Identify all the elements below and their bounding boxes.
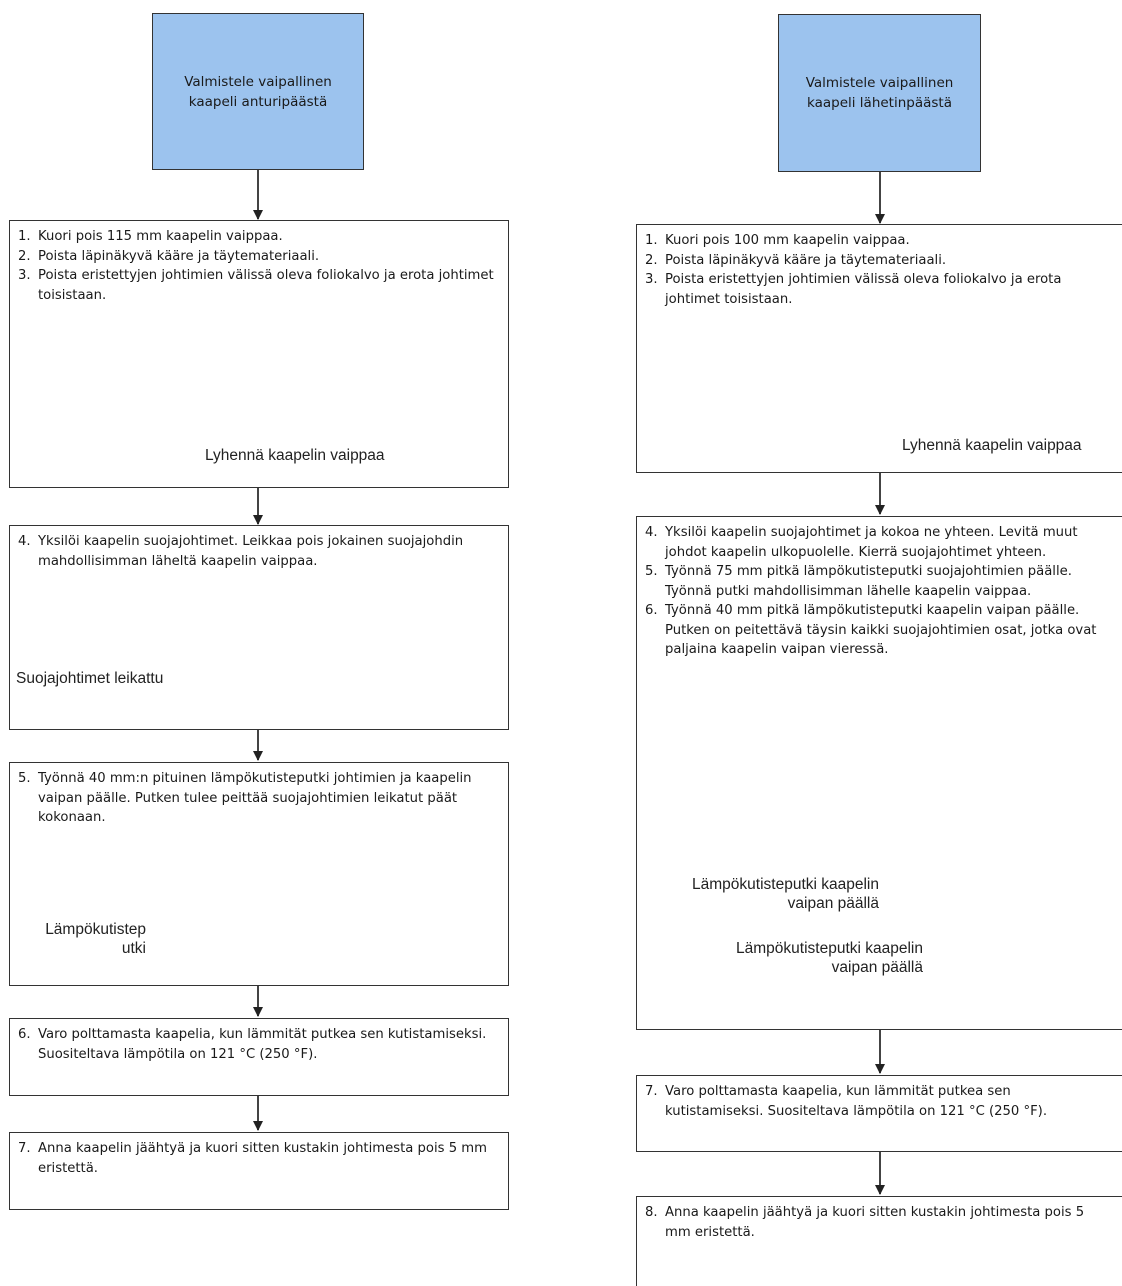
step-item: 5.Työnnä 40 mm:n pituinen lämpökutistepu… — [18, 771, 472, 825]
label-heat-shrink-left: Lämpökutistep utki — [16, 920, 146, 958]
header-text: Valmistele vaipallinen kaapeli anturipää… — [184, 73, 332, 110]
label-heat-shrink-right-1: Lämpökutisteputki kaapelin vaipan päällä — [643, 875, 879, 913]
step-list: 7.Varo polttamasta kaapelia, kun lämmitä… — [637, 1076, 1122, 1121]
step-box-4-6-right: 4.Yksilöi kaapelin suojajohtimet ja koko… — [636, 516, 1122, 1030]
step-item: 3.Poista eristettyjen johtimien välissä … — [645, 272, 1062, 307]
step-list: 5.Työnnä 40 mm:n pituinen lämpökutistepu… — [10, 763, 508, 828]
step-item: 4.Yksilöi kaapelin suojajohtimet ja koko… — [645, 525, 1078, 560]
flow-header-transmitter-end: Valmistele vaipallinen kaapeli lähetinpä… — [778, 14, 981, 172]
step-box-8-right: 8.Anna kaapelin jäähtyä ja kuori sitten … — [636, 1196, 1122, 1286]
step-box-6-left: 6.Varo polttamasta kaapelia, kun lämmitä… — [9, 1018, 509, 1096]
step-box-7-left: 7.Anna kaapelin jäähtyä ja kuori sitten … — [9, 1132, 509, 1210]
step-item: 6.Varo polttamasta kaapelia, kun lämmitä… — [18, 1027, 487, 1062]
label-line: Lämpökutistep — [45, 921, 146, 938]
step-item: 7.Anna kaapelin jäähtyä ja kuori sitten … — [18, 1141, 487, 1176]
step-item: 2.Poista läpinäkyvä kääre ja täytemateri… — [18, 248, 320, 264]
label-line: utki — [121, 940, 146, 957]
label-line: vaipan päällä — [831, 959, 923, 976]
step-item: 6.Työnnä 40 mm pitkä lämpökutisteputki k… — [645, 603, 1097, 657]
header-text: Valmistele vaipallinen kaapeli lähetinpä… — [805, 75, 954, 111]
step-item: 4.Yksilöi kaapelin suojajohtimet. Leikka… — [18, 534, 464, 569]
step-list: 4.Yksilöi kaapelin suojajohtimet ja koko… — [637, 517, 1122, 660]
step-item: 1.Kuori pois 100 mm kaapelin vaippaa. — [645, 233, 910, 248]
step-box-1-3-right: 1.Kuori pois 100 mm kaapelin vaippaa. 2.… — [636, 224, 1122, 473]
step-box-7-right: 7.Varo polttamasta kaapelia, kun lämmitä… — [636, 1075, 1122, 1152]
step-list: 7.Anna kaapelin jäähtyä ja kuori sitten … — [10, 1133, 508, 1178]
label-heat-shrink-right-2: Lämpökutisteputki kaapelin vaipan päällä — [687, 939, 923, 977]
step-list: 6.Varo polttamasta kaapelia, kun lämmitä… — [10, 1019, 508, 1064]
step-list: 8.Anna kaapelin jäähtyä ja kuori sitten … — [637, 1197, 1122, 1242]
step-list: 4.Yksilöi kaapelin suojajohtimet. Leikka… — [10, 526, 508, 571]
step-item: 8.Anna kaapelin jäähtyä ja kuori sitten … — [645, 1205, 1085, 1240]
label-shorten-jacket-left: Lyhennä kaapelin vaippaa — [205, 447, 385, 464]
step-item: 5.Työnnä 75 mm pitkä lämpökutisteputki s… — [645, 564, 1072, 599]
step-list: 1.Kuori pois 115 mm kaapelin vaippaa. 2.… — [10, 221, 508, 305]
step-box-1-3-left: 1.Kuori pois 115 mm kaapelin vaippaa. 2.… — [9, 220, 509, 488]
label-line: Lämpökutisteputki kaapelin — [692, 876, 879, 893]
label-line: Lämpökutisteputki kaapelin — [736, 940, 923, 957]
label-shields-cut: Suojajohtimet leikattu — [16, 670, 164, 687]
step-item: 2.Poista läpinäkyvä kääre ja täytemateri… — [645, 252, 947, 268]
label-shorten-jacket-right: Lyhennä kaapelin vaippaa — [902, 437, 1082, 454]
step-list: 1.Kuori pois 100 mm kaapelin vaippaa. 2.… — [637, 225, 1122, 309]
step-item: 3.Poista eristettyjen johtimien välissä … — [18, 268, 494, 303]
step-item: 1.Kuori pois 115 mm kaapelin vaippaa. — [18, 229, 283, 244]
label-line: vaipan päällä — [787, 895, 879, 912]
step-item: 7.Varo polttamasta kaapelia, kun lämmitä… — [645, 1084, 1048, 1119]
step-box-5-left: 5.Työnnä 40 mm:n pituinen lämpökutistepu… — [9, 762, 509, 986]
flow-header-sensor-end: Valmistele vaipallinen kaapeli anturipää… — [152, 13, 364, 170]
step-box-4-left: 4.Yksilöi kaapelin suojajohtimet. Leikka… — [9, 525, 509, 730]
